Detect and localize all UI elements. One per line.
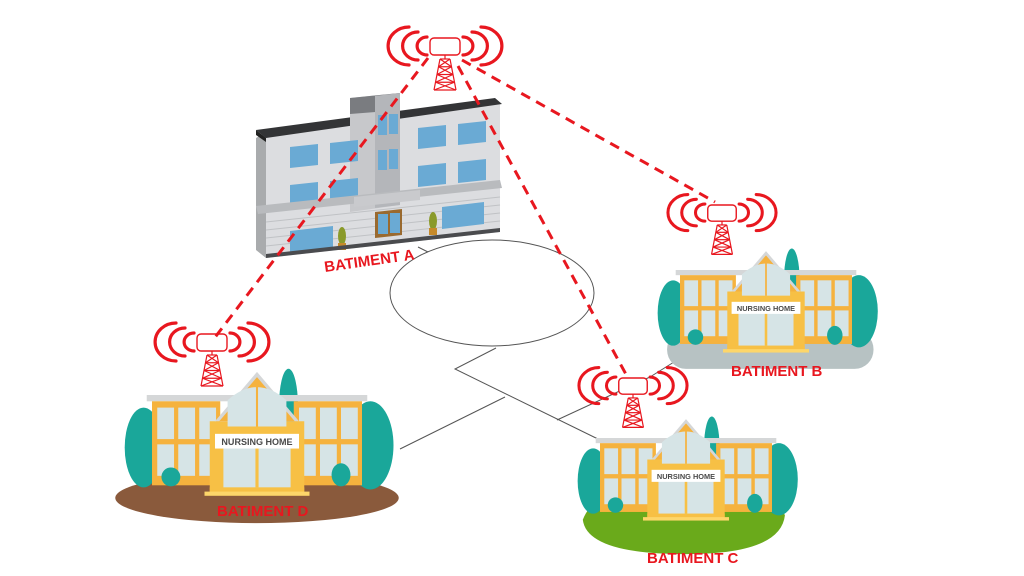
nursing-home-sign-text: NURSING HOME xyxy=(657,472,715,481)
tower-lattice xyxy=(433,55,457,91)
tower-lattice xyxy=(200,351,224,387)
bush xyxy=(331,463,351,487)
nursing-home-sign-text: NURSING HOME xyxy=(737,304,795,313)
bush xyxy=(607,497,624,513)
radio-tower-icon xyxy=(153,321,271,387)
tower-lattice xyxy=(710,221,734,255)
nursing-home-sign xyxy=(215,433,299,449)
label-batiment-d: BATIMENT D xyxy=(217,503,309,520)
bush xyxy=(161,467,181,487)
nursing-home-sign xyxy=(651,469,721,482)
nursing-home-icon: NURSING HOME xyxy=(657,248,878,369)
site-batiment-d: NURSING HOME xyxy=(115,321,399,524)
link-a-to-b xyxy=(461,58,716,204)
signal-waves xyxy=(666,193,778,233)
link-a-to-c xyxy=(456,65,630,379)
bush xyxy=(687,329,704,345)
nursing-home-sign xyxy=(731,301,801,314)
nursing-home-icon: NURSING HOME xyxy=(115,368,399,524)
callout-ellipse xyxy=(389,239,595,347)
radio-tower-icon xyxy=(577,366,689,428)
signal-waves xyxy=(577,366,689,406)
signal-waves xyxy=(153,321,271,363)
callout-line-d xyxy=(399,396,506,450)
site-batiment-b: NURSING HOME xyxy=(657,193,878,369)
wireless-links xyxy=(211,57,716,379)
nursing-home-icon: NURSING HOME xyxy=(577,416,798,555)
callout-pointer xyxy=(453,347,601,441)
label-batiment-b: BATIMENT B xyxy=(731,363,823,380)
link-a-to-d xyxy=(211,57,430,341)
radio-tower-icon xyxy=(386,25,504,91)
radio-tower-icon xyxy=(666,193,778,255)
bush xyxy=(827,325,843,345)
tower-lattice xyxy=(621,394,645,428)
nursing-home-sign-text: NURSING HOME xyxy=(221,437,292,447)
label-batiment-c: BATIMENT C xyxy=(647,550,739,567)
office-building-icon xyxy=(256,93,502,258)
bush xyxy=(747,493,763,513)
signal-waves xyxy=(386,25,504,67)
radio-tower-icon xyxy=(386,25,504,91)
site-batiment-c: NURSING HOME xyxy=(577,366,798,555)
